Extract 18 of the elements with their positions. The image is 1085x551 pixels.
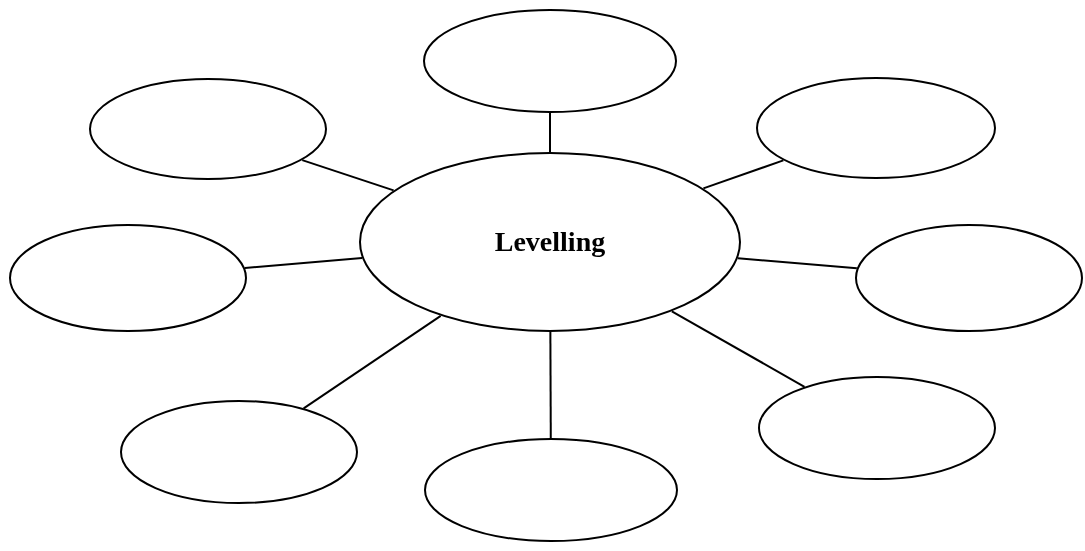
connector-line xyxy=(670,310,806,388)
empty-ellipse xyxy=(756,77,996,179)
connector-line xyxy=(736,257,858,270)
empty-ellipse xyxy=(423,9,677,113)
topic-ellipse xyxy=(359,152,741,332)
connector-line xyxy=(243,257,364,269)
empty-ellipse xyxy=(855,224,1083,332)
topic-label: Levelling xyxy=(494,226,606,258)
connector-line xyxy=(301,159,395,192)
empty-ellipse xyxy=(120,400,358,504)
connector-line xyxy=(702,159,785,190)
empty-ellipse xyxy=(89,78,327,180)
empty-ellipse xyxy=(424,438,678,542)
connector-line xyxy=(549,112,551,153)
empty-ellipse xyxy=(758,376,996,480)
connector-line xyxy=(302,314,442,410)
empty-ellipse xyxy=(9,224,247,332)
connector-line xyxy=(549,331,552,439)
